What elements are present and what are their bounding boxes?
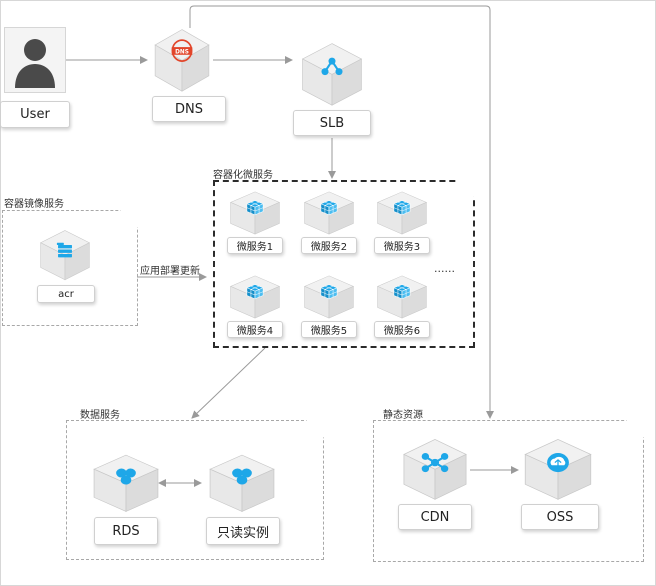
group-data (66, 420, 324, 560)
group-static-title: 静态资源 (383, 410, 423, 421)
acr-label: acr (37, 285, 95, 303)
rds-label: RDS (94, 517, 158, 545)
microservice-6-label: 微服务6 (374, 321, 430, 338)
edge-microservices-data (191, 347, 266, 419)
group-data-title: 数据服务 (80, 410, 120, 421)
edge-dns-cdn (189, 5, 494, 419)
group-microservices-title: 容器化微服务 (213, 170, 273, 181)
readonly-icon (204, 450, 280, 514)
deploy-edge-label: 应用部署更新 (140, 266, 200, 277)
more-microservices-ellipsis: ...... (434, 262, 455, 275)
oss-label: OSS (521, 504, 599, 530)
group-registry-title: 容器镜像服务 (4, 199, 64, 210)
svg-text:DNS: DNS (175, 48, 189, 55)
microservice-5-label: 微服务5 (301, 321, 357, 338)
slb-icon (297, 38, 367, 108)
group-microservices (213, 180, 475, 348)
microservice-4-label: 微服务4 (227, 321, 283, 338)
readonly-label: 只读实例 (206, 517, 280, 545)
user-icon (4, 27, 66, 93)
microservice-1-label: 微服务1 (227, 237, 283, 254)
dns-icon: DNS (150, 24, 214, 94)
microservice-4-icon (226, 272, 284, 320)
group-static (373, 420, 644, 562)
oss-icon (519, 434, 597, 502)
cdn-label: CDN (398, 504, 472, 530)
group-registry (2, 210, 138, 326)
microservice-3-label: 微服务3 (374, 237, 430, 254)
acr-icon (36, 226, 94, 282)
microservice-2-label: 微服务2 (301, 237, 357, 254)
microservice-3-icon (373, 188, 431, 236)
microservice-6-icon (373, 272, 431, 320)
cdn-icon (398, 434, 472, 502)
microservice-5-icon (300, 272, 358, 320)
microservice-1-icon (226, 188, 284, 236)
slb-label: SLB (293, 110, 371, 136)
microservice-2-icon (300, 188, 358, 236)
rds-icon (88, 450, 164, 514)
dns-label: DNS (152, 96, 226, 122)
user-label: User (0, 101, 70, 128)
